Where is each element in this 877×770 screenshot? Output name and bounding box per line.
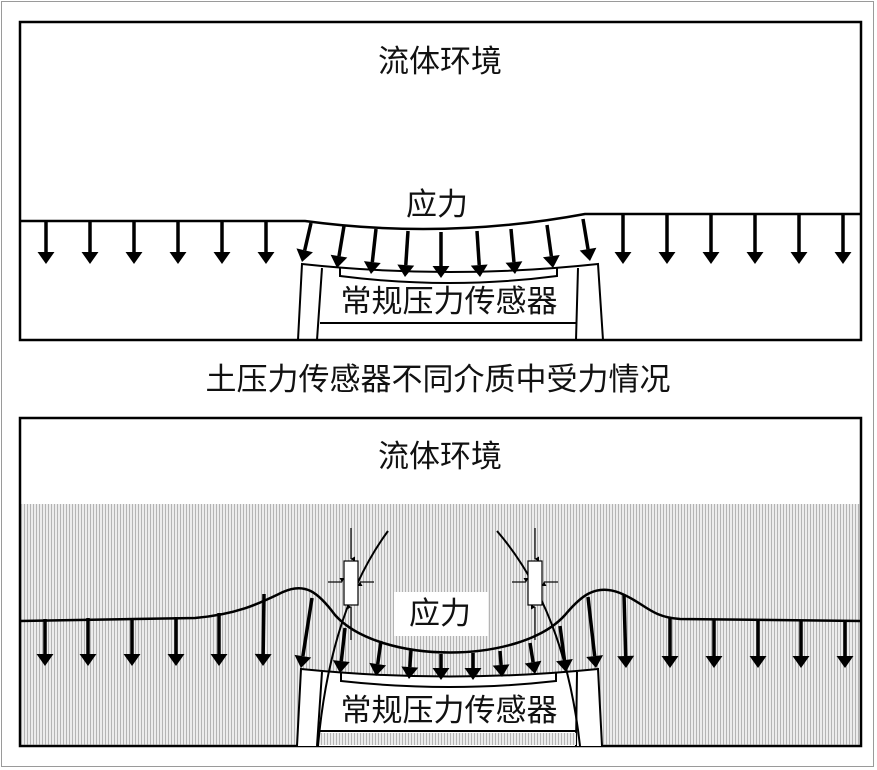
stress-arrow-outer bbox=[213, 222, 231, 264]
stress-arrows bbox=[37, 215, 852, 278]
stress-arrow-sensor bbox=[464, 653, 482, 680]
stress-arrow-sensor bbox=[432, 654, 450, 680]
stress-label: 应力 bbox=[409, 596, 471, 632]
stress-arrow-outer bbox=[834, 215, 852, 264]
sensor-inner-hatch bbox=[320, 733, 576, 745]
medium-label: 流体环境 bbox=[378, 44, 502, 80]
stress-arrow-outer bbox=[37, 222, 55, 264]
panel-fluid-border bbox=[18, 20, 863, 342]
stress-arrow-outer bbox=[749, 620, 767, 668]
stress-arrow-sensor bbox=[542, 224, 560, 268]
figure-caption: 土压力传感器不同介质中受力情况 bbox=[206, 362, 671, 398]
stress-arrow-sensor bbox=[363, 228, 381, 274]
stress-arrows bbox=[36, 593, 854, 680]
pressure-sensor: 常规压力传感器 bbox=[296, 667, 603, 747]
sensor-outer-shell bbox=[297, 262, 604, 341]
stress-arrow-sensor bbox=[492, 650, 510, 677]
stress-arrow-outer bbox=[586, 596, 604, 668]
stress-arrow-outer bbox=[79, 618, 97, 666]
panel-fluid: 流体环境 应力 常规压力传感器 bbox=[18, 20, 863, 342]
stress-arrow-outer bbox=[661, 617, 679, 668]
sensor-inner-wall bbox=[316, 671, 578, 747]
stress-arrow-sensor bbox=[330, 225, 348, 268]
stress-arrow-sensor bbox=[401, 649, 419, 679]
stress-arrow-sensor bbox=[524, 642, 542, 674]
stress-arrow-outer bbox=[254, 593, 272, 666]
stress-arrow-outer bbox=[836, 621, 854, 668]
stress-arrow-outer bbox=[210, 613, 228, 666]
soil-arch-right bbox=[496, 530, 581, 747]
stress-arrow-sensor bbox=[470, 230, 488, 277]
stress-surface bbox=[19, 586, 862, 654]
stress-arrow-outer bbox=[123, 618, 141, 666]
stress-arrow-sensor bbox=[296, 222, 313, 262]
soil-arch-left bbox=[317, 530, 389, 747]
stress-arrow-outer bbox=[169, 222, 187, 264]
stress-arrow-outer bbox=[790, 215, 808, 264]
stress-arrow-outer bbox=[746, 215, 764, 264]
stress-arrow-outer bbox=[617, 594, 635, 668]
stress-label-box bbox=[394, 592, 488, 636]
pressure-sensor: 常规压力传感器 bbox=[297, 262, 604, 341]
stress-arrow-sensor bbox=[505, 228, 523, 274]
stress-arrow-outer bbox=[257, 222, 275, 264]
stress-arrow-sensor bbox=[369, 640, 387, 676]
sensor-diaphragm bbox=[340, 672, 557, 688]
stress-arrow-outer bbox=[705, 619, 723, 668]
sensor-label: 常规压力传感器 bbox=[341, 693, 558, 729]
stress-arrow-outer bbox=[702, 215, 720, 264]
strain-gauge-left bbox=[328, 528, 374, 640]
strain-gauge-right bbox=[512, 528, 558, 640]
stress-arrow-outer bbox=[792, 621, 810, 668]
stress-arrow-outer bbox=[167, 617, 185, 666]
sensor-diaphragm bbox=[339, 268, 558, 284]
sensor-label: 常规压力传感器 bbox=[341, 284, 558, 320]
stress-arrow-sensor bbox=[556, 625, 573, 672]
stress-surface bbox=[20, 212, 861, 231]
sensor-inner-wall bbox=[316, 267, 579, 341]
stress-arrow-outer bbox=[658, 215, 676, 264]
stress-arrow-outer bbox=[614, 215, 632, 264]
panel-soil: 流体环境 常规压力传感器 应力 bbox=[18, 416, 863, 748]
stress-arrow-outer bbox=[36, 619, 54, 666]
stress-arrow-sensor bbox=[579, 218, 597, 261]
stress-arrow-sensor bbox=[294, 597, 314, 668]
stress-arrow-sensor bbox=[397, 230, 415, 277]
stress-label: 应力 bbox=[406, 187, 468, 223]
stress-arrow-sensor bbox=[432, 232, 450, 278]
stress-arrow-sensor bbox=[332, 627, 350, 673]
stress-arrow-outer bbox=[125, 222, 143, 264]
medium-label: 流体环境 bbox=[378, 439, 502, 475]
stress-arrow-outer bbox=[81, 222, 99, 264]
